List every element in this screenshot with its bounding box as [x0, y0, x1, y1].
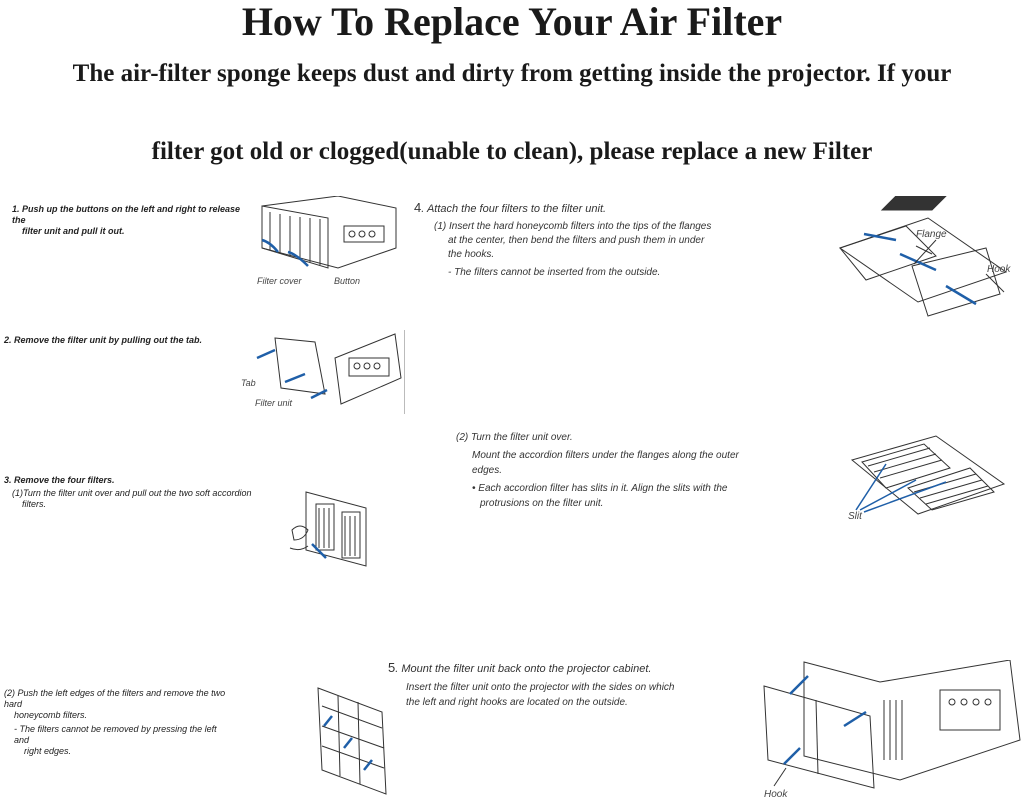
- step4-sub2-bullet-line-2: protrusions on the filter unit.: [480, 498, 604, 509]
- step4-sub2-line-1: Mount the accordion filters under the fl…: [472, 450, 739, 461]
- step2-label-filter-unit: Filter unit: [255, 398, 293, 408]
- step1-label-button: Button: [334, 276, 361, 286]
- step1-projector-figure: [261, 196, 397, 269]
- intro-line-2: filter got old or clogged(unable to clea…: [151, 138, 873, 165]
- step4-title-text: . Attach the four filters to the filter …: [421, 203, 607, 215]
- step5-line-2: the left and right hooks are located on …: [406, 697, 628, 708]
- step4-sub1: (1) Insert the hard honeycomb filters in…: [434, 220, 734, 280]
- step4-sub1-note: - The filters cannot be inserted from th…: [448, 267, 661, 278]
- step1-line-1: 1. Push up the buttons on the left and r…: [12, 204, 241, 225]
- step3-sub1: (1)Turn the filter unit over and pull ou…: [12, 488, 262, 510]
- step5-title-text: . Mount the filter unit back onto the pr…: [395, 663, 652, 675]
- step3-sub2-line-2: honeycomb filters.: [14, 710, 88, 720]
- step4-label-slit: Slit: [848, 511, 862, 522]
- step4-label-flange: Flange: [916, 229, 947, 240]
- step5-body: Insert the filter unit onto the projecto…: [406, 680, 706, 710]
- intro-line-1: The air-filter sponge keeps dust and dir…: [72, 60, 952, 87]
- step5-number: 5: [388, 660, 396, 675]
- step3-sub2-note-line-1: - The filters cannot be removed by press…: [14, 724, 217, 745]
- step4-number: 4: [414, 200, 422, 215]
- step5-label-hook: Hook: [764, 789, 788, 800]
- step5-title: 5. Mount the filter unit back onto the p…: [388, 660, 651, 677]
- step3-filter-removal-figure: [289, 491, 367, 567]
- step2-text: 2. Remove the filter unit by pulling out…: [4, 335, 203, 345]
- step2-label-tab: Tab: [241, 378, 256, 388]
- step3-title: 3. Remove the four filters.: [4, 475, 115, 485]
- step4-sub1-line-3: the hooks.: [448, 249, 495, 260]
- step4-sub2-title: (2) Turn the filter unit over.: [456, 432, 573, 443]
- step4-title: 4. Attach the four filters to the filter…: [414, 200, 606, 217]
- step3-sub1-line-1: (1)Turn the filter unit over and pull ou…: [12, 488, 252, 498]
- step4-label-hook: Hook: [987, 264, 1011, 275]
- divider: [404, 330, 405, 414]
- step1-text: 1. Push up the buttons on the left and r…: [12, 204, 242, 237]
- step3-sub2-line-1: (2) Push the left edges of the filters a…: [4, 688, 226, 709]
- step4-sub2: (2) Turn the filter unit over. Mount the…: [456, 430, 766, 511]
- step5-line-1: Insert the filter unit onto the projecto…: [406, 682, 675, 693]
- step4-sub2-line-2: edges.: [472, 465, 503, 476]
- step4-sub1-line-1: (1) Insert the hard honeycomb filters in…: [434, 221, 712, 232]
- step2-projector-figure: [256, 333, 402, 405]
- step4-sub1-line-2: at the center, then bend the filters and…: [448, 235, 705, 246]
- step3-sub2-note-line-2: right edges.: [24, 746, 72, 756]
- page-title: How To Replace Your Air Filter: [241, 0, 783, 44]
- step3-sub2: (2) Push the left edges of the filters a…: [4, 688, 234, 757]
- step3-honeycomb-figure: [317, 687, 387, 795]
- step5-projector-figure: [763, 660, 1021, 789]
- step4-sub2-bullet-line-1: • Each accordion filter has slits in it.…: [472, 483, 728, 494]
- step4-slit-figure: [850, 435, 1006, 515]
- step1-line-2: filter unit and pull it out.: [22, 226, 125, 236]
- step1-label-filter-cover: Filter cover: [257, 276, 302, 286]
- step4-flange-figure: [838, 196, 1008, 317]
- step3-sub1-line-2: filters.: [22, 499, 47, 509]
